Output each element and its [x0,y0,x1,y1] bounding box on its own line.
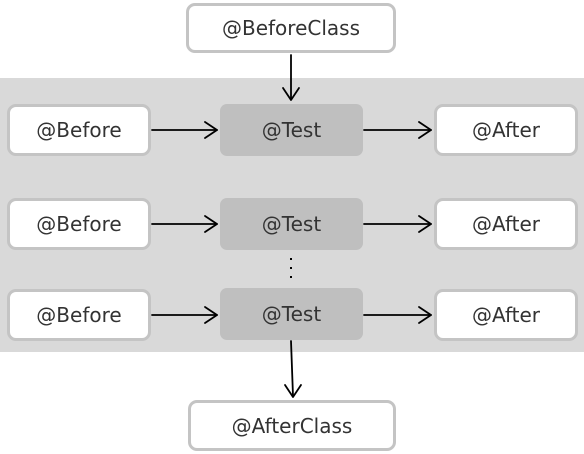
after-class-box: @AfterClass [188,400,396,451]
after-box-1: @After [434,104,578,156]
arrow-before-to-test-1 [151,121,218,139]
test-box-3: @Test [220,288,363,340]
arrow-test-to-afterclass [284,340,302,398]
arrow-test-to-after-1 [363,121,432,139]
arrow-test-to-after-2 [363,215,432,233]
arrow-test-to-after-3 [363,306,432,324]
before-box-3: @Before [7,289,151,341]
arrow-before-to-test-3 [151,306,218,324]
test-box-2: @Test [220,198,363,250]
after-box-2: @After [434,198,578,250]
before-box-1: @Before [7,104,151,156]
arrow-before-to-test-2 [151,215,218,233]
ellipsis-vertical-icon [289,258,293,278]
before-class-box: @BeforeClass [186,3,396,53]
after-box-3: @After [434,289,578,341]
before-box-2: @Before [7,198,151,250]
arrow-beforeclass-to-test [282,54,300,101]
test-box-1: @Test [220,104,363,156]
